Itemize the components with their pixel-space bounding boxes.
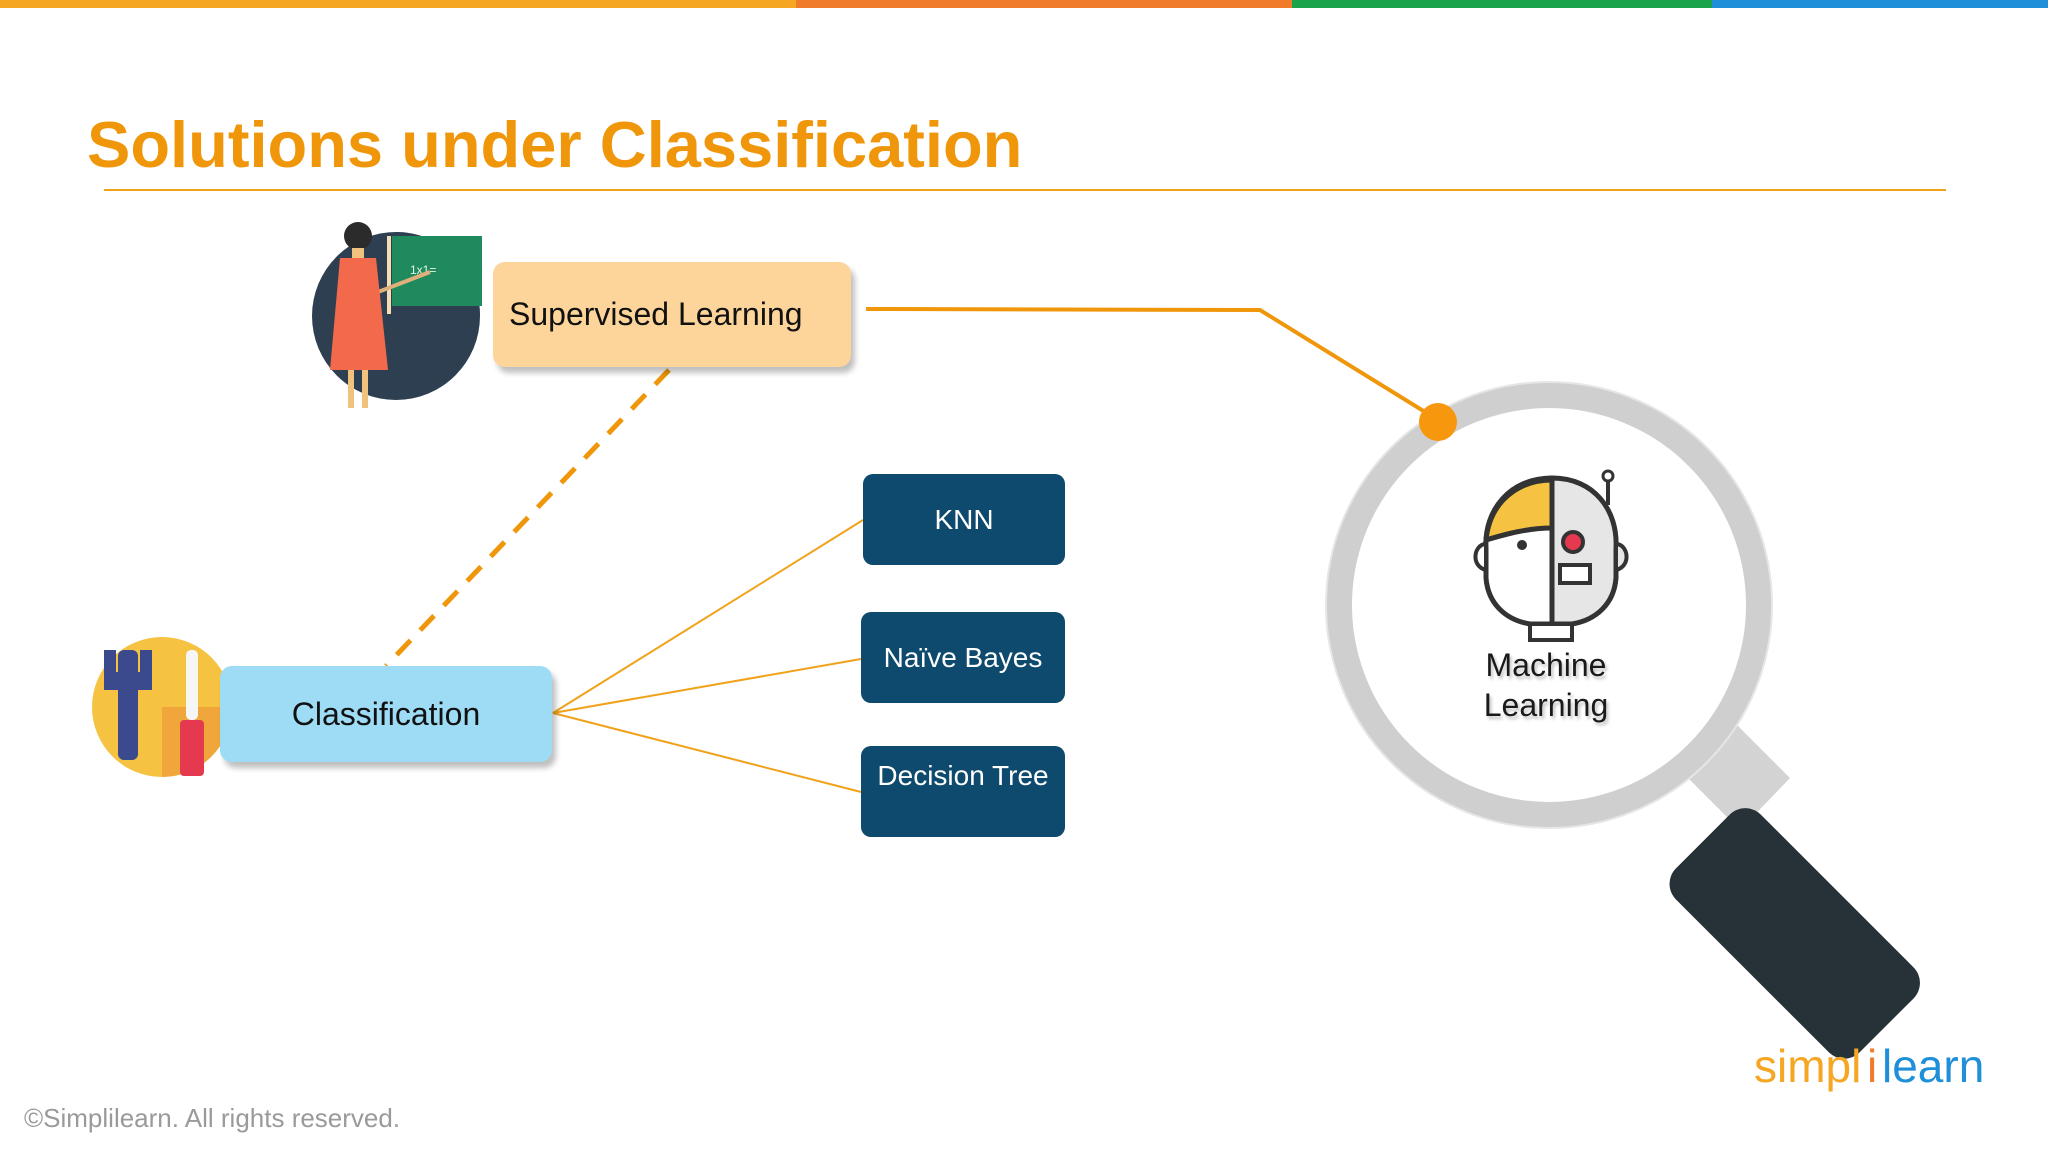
connector-end-dot <box>1419 403 1457 441</box>
supervised-learning-box: Supervised Learning <box>493 262 851 367</box>
bar-segment-blue <box>1712 0 2048 8</box>
bar-segment-yellow <box>0 0 796 8</box>
connector-decision-tree <box>552 712 862 793</box>
classification-box: Classification <box>220 666 552 762</box>
slide-title: Solutions under Classification <box>87 108 1023 181</box>
algorithm-decision-tree: Decision Tree <box>861 746 1065 837</box>
simplilearn-logo: simpl i learn <box>1754 1040 1984 1092</box>
logo-part-i: i <box>1867 1040 1877 1092</box>
connector-naive-bayes <box>552 658 862 714</box>
bar-segment-orange <box>796 0 1292 8</box>
bar-segment-green <box>1292 0 1712 8</box>
logo-part-learn: learn <box>1882 1040 1984 1092</box>
machine-learning-label: Machine Learning <box>1446 645 1646 725</box>
algorithm-naive-bayes: Naïve Bayes <box>861 612 1065 703</box>
title-underline <box>104 189 1946 191</box>
machine-learning-line1: Machine <box>1485 647 1607 683</box>
logo-part-simpl: simpl <box>1754 1040 1861 1092</box>
teacher-icon: 1x1= <box>312 222 482 408</box>
magnifier-handle <box>1669 720 1920 1059</box>
supervised-to-ml-connector <box>865 307 1440 422</box>
brand-color-bar <box>0 0 2048 8</box>
supervised-classification-dashed-link <box>384 368 671 668</box>
machine-learning-line2: Learning <box>1483 687 1609 723</box>
tools-icon <box>92 637 232 777</box>
connector-knn <box>552 519 864 714</box>
algorithm-knn: KNN <box>863 474 1065 565</box>
half-human-half-robot-icon <box>1473 469 1629 642</box>
copyright-footer: ©Simplilearn. All rights reserved. <box>24 1103 401 1133</box>
